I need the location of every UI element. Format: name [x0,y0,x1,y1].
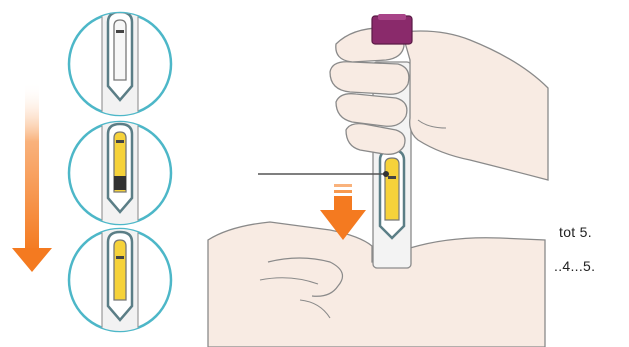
window-state-empty [69,0,171,130]
hand-gripping-pen [330,28,548,180]
pen-button-purple [372,14,412,44]
caption-count-sequence: ..4...5. [554,258,595,274]
window-state-filled [69,228,171,338]
progress-down-arrow-icon [12,82,52,272]
window-state-filled-plunger [69,120,171,230]
caption-count-to-5: tot 5. [559,224,592,240]
pointer-line-icon [258,171,389,177]
